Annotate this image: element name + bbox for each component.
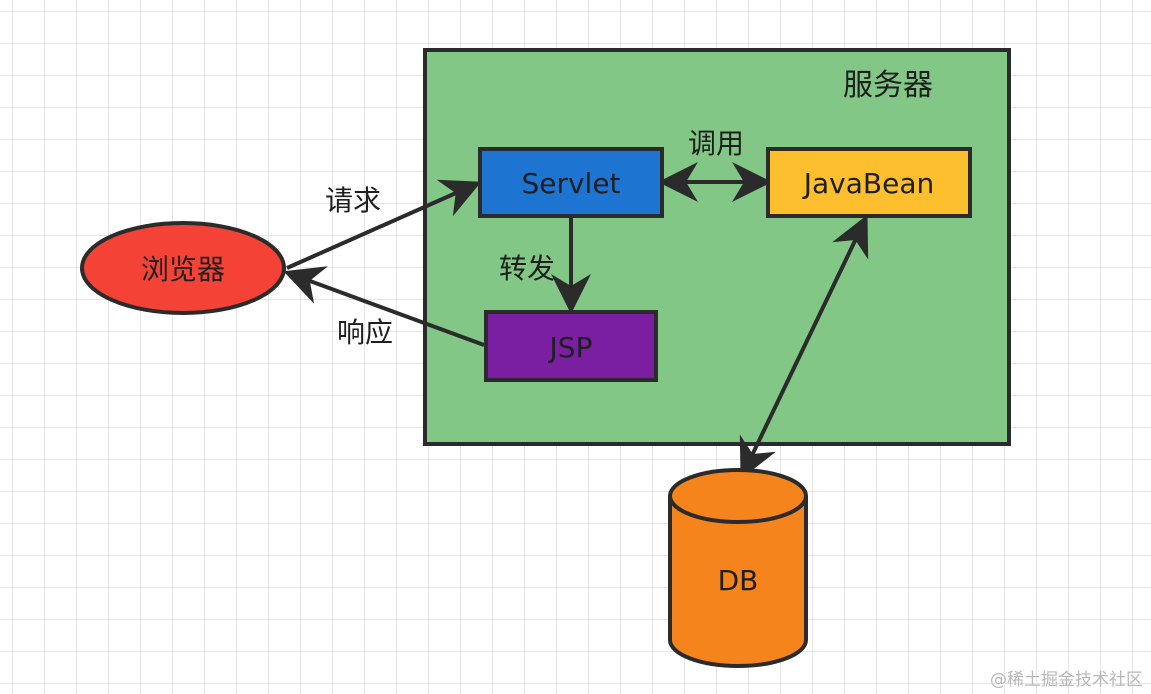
database-label: DB [718, 564, 759, 597]
request-arrow [286, 179, 482, 270]
browser-label: 浏览器 [141, 253, 225, 286]
database-node [668, 468, 808, 668]
response-arrow [283, 266, 485, 347]
servlet-node [478, 147, 664, 218]
javabean-label: JavaBean [802, 167, 934, 200]
javabean-db-arrow [739, 214, 869, 480]
browser-node [80, 221, 286, 315]
response-label: 响应 [337, 316, 393, 349]
jsp-node [484, 310, 658, 382]
servlet-label: Servlet [521, 167, 620, 200]
watermark: @稀土掘金技术社区 [990, 670, 1143, 690]
database-top [668, 468, 808, 524]
server-label: 服务器 [843, 68, 933, 103]
database-body [668, 496, 808, 668]
forward-label: 转发 [499, 252, 555, 285]
request-label: 请求 [325, 184, 381, 217]
call-label: 调用 [688, 127, 744, 160]
javabean-node [766, 147, 972, 218]
server-container [423, 48, 1011, 446]
jsp-label: JSP [548, 331, 593, 364]
